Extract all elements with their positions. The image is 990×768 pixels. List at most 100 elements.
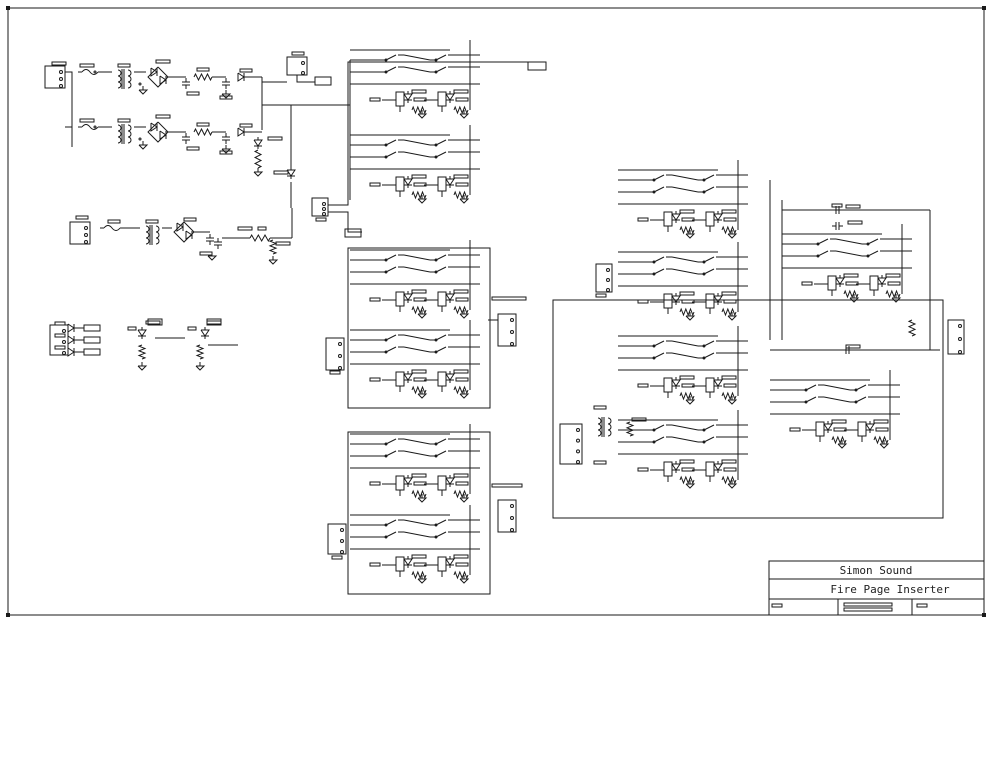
ref-label (453, 369, 469, 374)
ref-label (54, 321, 66, 326)
ref-label (637, 217, 649, 222)
diode (403, 475, 413, 487)
ref-label (219, 95, 233, 100)
ground-symbol (837, 440, 848, 449)
ref-label (117, 63, 131, 68)
resistor (831, 435, 847, 445)
ref-label (75, 215, 89, 220)
diode (403, 176, 413, 188)
diode-body (403, 293, 413, 301)
diode-body (713, 379, 723, 387)
ground-triangle (459, 497, 470, 503)
relay-contact (812, 238, 836, 246)
diode (671, 211, 681, 223)
ref-label (637, 299, 649, 304)
ground-symbol (891, 294, 902, 303)
relay-coil (705, 293, 715, 309)
ref-label (239, 68, 253, 73)
diode-body (403, 93, 413, 101)
connector (559, 423, 583, 465)
ref-label (369, 297, 381, 302)
resistor (453, 105, 469, 115)
wire (328, 61, 529, 206)
output-terminal (344, 228, 362, 238)
contact-arm (653, 352, 665, 359)
contact-arm (435, 438, 447, 445)
contact-pivot (652, 178, 656, 182)
ref-label (79, 118, 95, 123)
contact-arm (435, 450, 447, 457)
contact-pivot (384, 58, 388, 62)
contact-arm (703, 256, 715, 263)
capacitor (182, 78, 190, 89)
ground-triangle (727, 399, 738, 405)
relay-contact (812, 250, 836, 258)
diode (713, 211, 723, 223)
transformer (145, 225, 160, 245)
ref-label (369, 182, 381, 187)
resistor (411, 385, 427, 395)
contact-arm (805, 384, 817, 391)
diode-body (445, 373, 455, 381)
relay-coil (705, 461, 715, 477)
resistor (411, 489, 427, 499)
diode-body (445, 293, 455, 301)
diode-body (713, 213, 723, 221)
diode (159, 75, 167, 85)
ref-label (329, 370, 341, 375)
diode (67, 323, 75, 333)
output-terminal (83, 324, 101, 332)
revision-field (916, 603, 928, 608)
connector-body (325, 337, 345, 371)
fuse (78, 69, 102, 75)
diode-body (671, 379, 681, 387)
ref-label (721, 375, 737, 380)
connector-pin (340, 528, 344, 532)
ref-label (831, 419, 847, 424)
ground-triangle (417, 198, 428, 204)
circuit-drawing (44, 40, 965, 595)
diode (176, 222, 184, 232)
connector-body (497, 313, 517, 347)
relay-contact (648, 352, 672, 360)
contact-arm (653, 436, 665, 443)
connector-pin (62, 340, 66, 344)
diode-body (237, 72, 245, 82)
contact-pivot (384, 155, 388, 159)
ref-label (199, 251, 213, 256)
diode (713, 377, 723, 389)
ref-label (491, 296, 527, 301)
ref-label (789, 427, 801, 432)
relay-column-middle (325, 240, 527, 409)
bridge-rectifier (147, 66, 169, 88)
ref-label (679, 209, 695, 214)
relay-coil (437, 291, 447, 307)
connector-body (327, 523, 347, 555)
contact-pivot (866, 254, 870, 258)
relay-contact (800, 384, 824, 392)
resistor (411, 570, 427, 580)
ground-symbol (459, 110, 470, 119)
connector (595, 263, 613, 293)
connector (497, 499, 517, 533)
resistor (885, 289, 901, 299)
resistor (453, 305, 469, 315)
relay-coil (395, 371, 405, 387)
resistor (679, 391, 695, 401)
resistor (411, 305, 427, 315)
relay-contact (380, 151, 404, 159)
contact-pivot (854, 400, 858, 404)
ref-label (187, 326, 197, 331)
ref-label (145, 320, 161, 325)
ref-label (267, 136, 283, 141)
diode-body (713, 463, 723, 471)
contact-pivot (652, 440, 656, 444)
ground-triangle (459, 313, 470, 319)
connector-pin (59, 84, 63, 88)
diode-body (445, 178, 455, 186)
relay-contact (380, 531, 404, 539)
diode (237, 72, 245, 82)
ground-symbol (727, 480, 738, 489)
ground-symbol (879, 440, 890, 449)
relay-contact (380, 450, 404, 458)
